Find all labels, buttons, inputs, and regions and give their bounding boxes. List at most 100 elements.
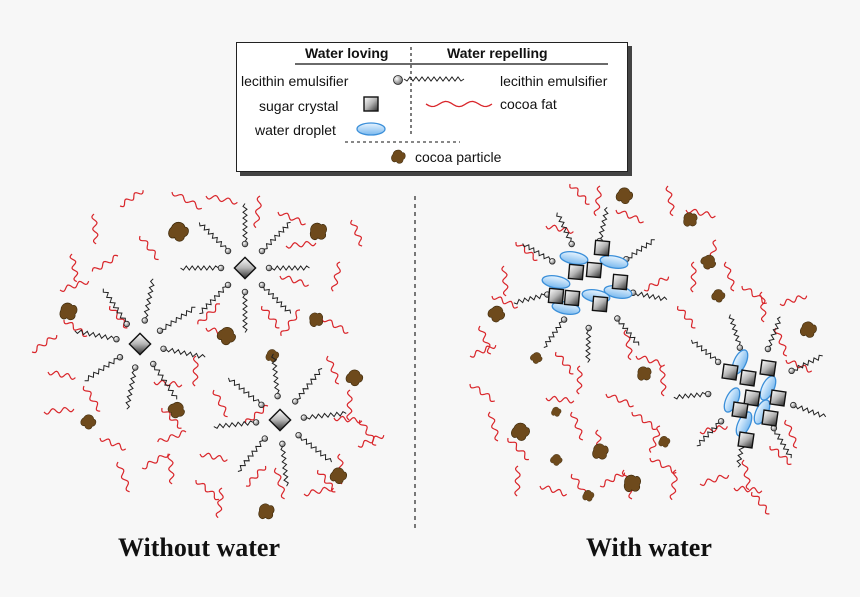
cocoa-fat-strand [576,365,583,395]
emulsifier-tail-icon [198,222,227,250]
cocoa-fat-strand [677,305,696,329]
water-droplet-icon [735,411,753,437]
cocoa-fat-strand [685,208,716,219]
emulsifier-tail-icon [513,293,546,305]
emulsifier-head-icon [141,317,148,324]
emulsifier-head-icon [113,336,120,343]
emulsifier-tail-icon [774,430,792,459]
emulsifier-head-icon [116,354,124,361]
emulsifier-head-icon [717,418,725,425]
emulsifier-tail-icon [280,446,289,487]
cocoa-fat-strand [659,365,667,397]
emulsifier-head-icon [156,327,164,334]
legend-header-water-repelling: Water repelling [447,45,548,61]
cocoa-fat-strand [774,327,788,357]
emulsifier-tail-icon [635,291,668,302]
cocoa-particle-icon [80,414,97,430]
cocoa-particle-icon [168,221,189,242]
cocoa-fat-strand [153,379,183,388]
cocoa-fat-strand [167,453,175,485]
cocoa-fat-strand [699,425,728,435]
cocoa-fat-strand [245,404,269,423]
cocoa-particle-icon [550,454,563,466]
emulsifier-head-icon [790,401,797,409]
cocoa-fat-strand [91,254,119,272]
cocoa-particle-icon [700,254,716,270]
emulsifier-head-icon [560,316,568,323]
cocoa-fat-strand [699,474,730,487]
cocoa-fat-strand [784,419,798,449]
cocoa-particle-icon [258,503,275,520]
cocoa-fat-strand [333,415,363,424]
cocoa-fat-strand [501,265,509,297]
emulsifier-tail-icon [199,286,227,315]
emulsifier-head-icon [217,264,225,272]
cocoa-fat-strand [82,385,101,412]
emulsifier-head-icon [714,358,722,366]
emulsifier-tail-icon [228,377,260,404]
emulsifier-tail-icon [768,316,781,348]
cocoa-fat-strand [779,295,808,307]
cocoa-fat-strand [643,276,670,292]
emulsifier-tail-icon [522,243,551,261]
cocoa-fat-strand [253,195,262,229]
emulsifier-head-icon [300,414,308,421]
legend-label-cocoa-fat: cocoa fat [500,96,557,112]
sugar-crystal-icon [547,287,565,305]
emulsifier-tail-icon [165,347,206,359]
cocoa-fat-strand [514,465,521,497]
cocoa-fat-strand [157,430,187,443]
emulsifier-tail-icon [300,436,332,463]
emulsifier-head-icon [549,258,556,265]
sugar-crystal-icon [761,409,779,427]
emulsifier-tail-icon [691,339,717,361]
cocoa-particle-icon [711,289,726,303]
cocoa-fat-strand [723,261,735,292]
cocoa-fat-strand [346,389,353,421]
cocoa-fat-strand [469,383,495,402]
cocoa-fat-strand [649,457,677,474]
cocoa-fat-icon [425,100,493,108]
cocoa-fat-strand [279,275,310,287]
emulsifier-tail-icon [125,369,137,410]
emulsifier-head-icon [736,344,744,351]
emulsifier-tail-icon [271,265,310,271]
cocoa-fat-strand [759,291,767,323]
cocoa-fat-strand [317,469,336,493]
sugar-crystal-icon [721,363,739,381]
emulsifier-tail-icon [306,411,347,420]
emulsifier-head-icon [704,390,712,398]
legend-label-sugar-crystal: sugar crystal [259,98,339,114]
cocoa-fat-strand [623,329,633,361]
emulsifier-cluster-layer [74,203,827,487]
legend-label-cocoa-particle: cocoa particle [415,149,502,165]
emulsifier-head-icon [274,392,281,400]
cocoa-fat-strand [273,467,286,500]
cocoa-particle-icon [551,406,562,417]
legend-header-water-loving: Water loving [305,45,389,61]
cocoa-fat-strand [303,486,334,497]
sugar-crystal-icon [593,239,611,257]
emulsifier-tail-icon [543,321,563,348]
cocoa-particle-icon [345,369,364,387]
emulsifier-tail-icon [162,306,196,330]
emulsifier-tail-icon [795,405,827,418]
cocoa-fat-strand [31,335,58,354]
cocoa-fat-strand [648,425,661,453]
emulsifier-head-icon [279,440,286,448]
emulsifier-tail-icon [102,288,126,322]
cocoa-fat-strand [138,235,159,261]
cocoa-fat-strand [195,480,219,501]
cocoa-fat-strand [555,351,574,375]
cocoa-particle-icon [487,305,506,323]
emulsifier-head-icon [788,367,795,375]
emulsifier-tail-icon [618,320,640,346]
cocoa-fat-strand [569,183,590,205]
emulsifier-head-icon [295,431,302,439]
emulsifier-head-icon [224,247,232,255]
cocoa-particle-icon [800,321,817,338]
cocoa-fat-strand [141,453,169,470]
cocoa-fat-strand [358,419,377,446]
emulsifier-head-icon [393,75,403,85]
sugar-crystal-icon [233,256,257,280]
